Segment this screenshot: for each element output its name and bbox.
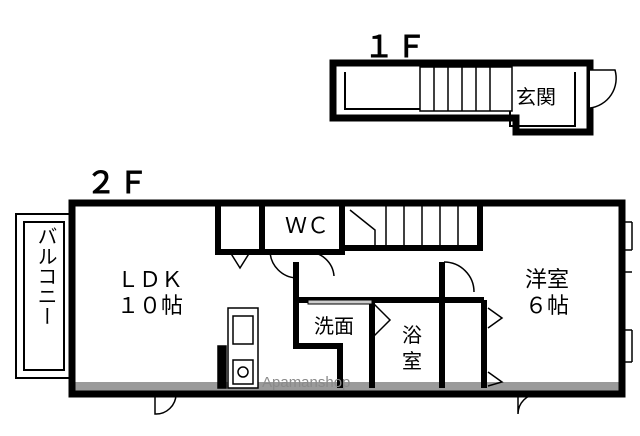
floor1-label: １Ｆ (364, 30, 428, 65)
washroom-label: 洗面 (314, 314, 354, 338)
floor1-stairs (419, 66, 513, 112)
bath-label: 浴 室 (392, 322, 432, 374)
floor2-plan (15, 199, 633, 415)
ldk-label: ＬＤＫ １０帖 (100, 268, 200, 320)
ldk-label-line2: １０帖 (116, 294, 183, 319)
bath-label-line2: 室 (402, 349, 422, 373)
western-room-label-line2: ６帖 (524, 294, 569, 319)
windows (620, 221, 633, 363)
ldk-label-line1: ＬＤＫ (116, 268, 183, 293)
floor1-plan (329, 59, 617, 136)
floor2-label: ２Ｆ (86, 166, 150, 201)
entrance-door (589, 69, 617, 109)
bath-label-line1: 浴 (402, 323, 422, 347)
western-room-label: 洋室 ６帖 (502, 268, 592, 320)
western-room-label-line1: 洋室 (524, 268, 569, 293)
balcony (15, 213, 73, 379)
wc-label: ＷＣ (284, 214, 329, 239)
balcony-label: バルコニー (34, 226, 58, 326)
kitchen (217, 307, 259, 389)
watermark: Apamanshop (262, 374, 351, 391)
entrance-label: 玄関 (516, 85, 556, 109)
doors (154, 251, 539, 415)
floor2-stairs (339, 206, 483, 251)
